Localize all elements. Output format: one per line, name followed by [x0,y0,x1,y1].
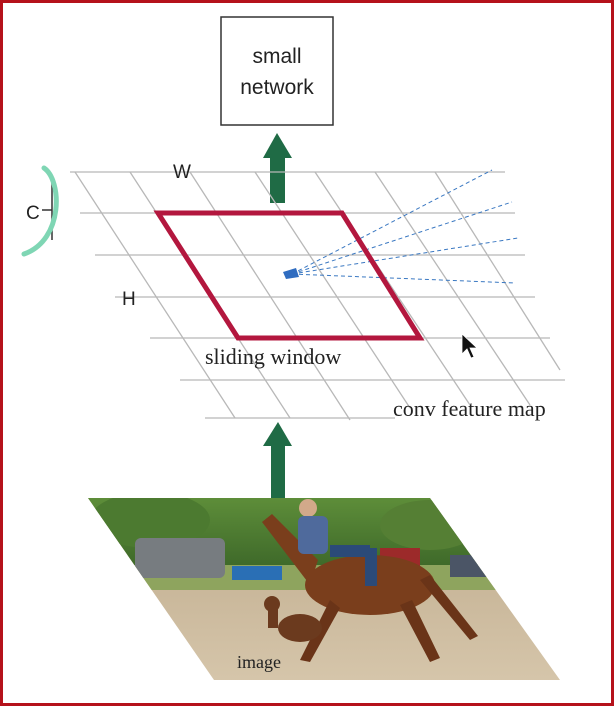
small-network-line2: network [240,76,314,99]
small-network-box: small network [221,17,333,125]
label-w: W [173,162,191,183]
feature-map-grid [70,172,565,420]
label-h: H [122,289,136,310]
arrow-to-feature-map [263,422,292,506]
anchor-point [283,268,299,279]
truck [135,538,225,578]
small-network-line1: small [252,45,301,68]
projection-lines [292,170,518,283]
image-label: image [237,652,281,672]
sliding-window-label: sliding window [205,344,341,369]
input-image [80,492,570,685]
label-c: C [26,203,40,224]
feature-map-label: conv feature map [393,396,546,421]
arrow-to-network [263,133,292,203]
